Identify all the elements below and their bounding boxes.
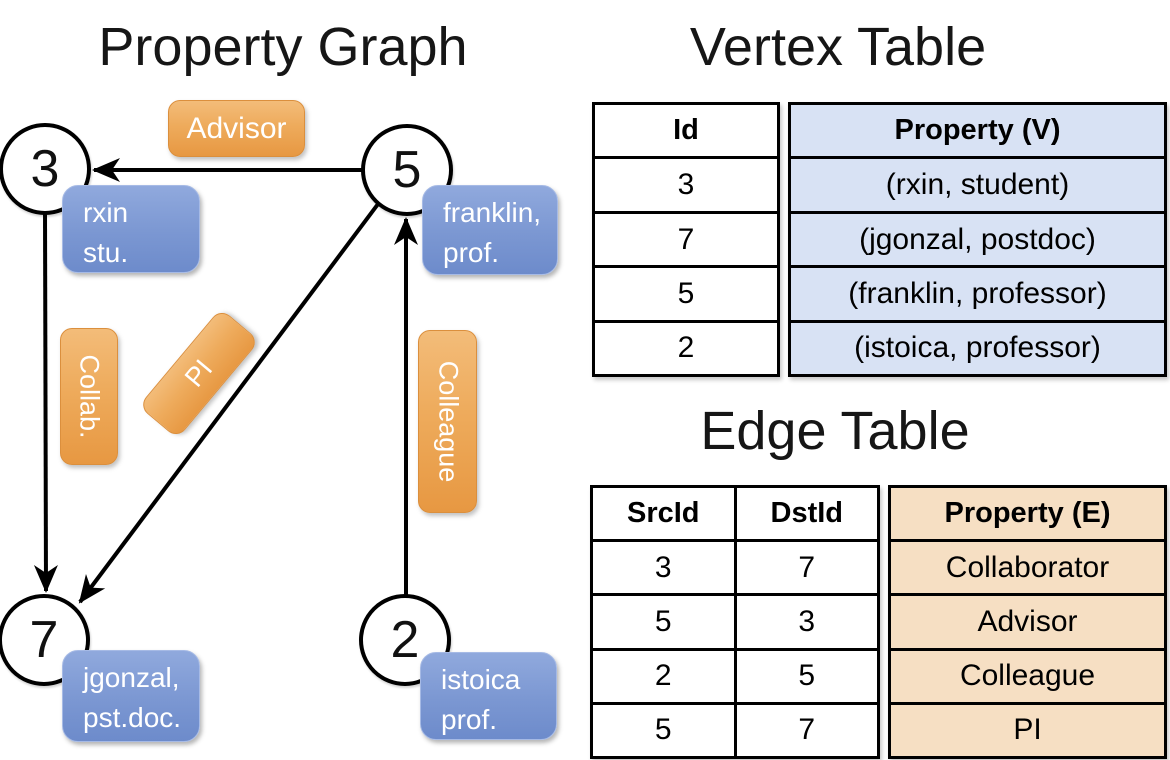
edge-label-advisor: Advisor (168, 100, 305, 157)
edge-table-property-cell: PI (1013, 713, 1042, 747)
vertex-table-id-column: Id 3 7 5 2 (592, 102, 780, 377)
edge-table-dst-header: DstId (770, 497, 844, 530)
edge-label-collab: Collab. (60, 328, 118, 465)
edge-table-src-cell: 3 (593, 542, 737, 594)
edge-label-colleague: Colleague (418, 330, 477, 513)
edge-table-dst-cell: 5 (798, 659, 816, 693)
edge-table: SrcId DstId 3 7 5 3 2 5 5 7 Property (E)… (590, 485, 1167, 759)
edge-table-row: 5 7 (593, 704, 877, 757)
vertex-table-id-cell: 7 (595, 214, 777, 269)
edge-table-property-header: Property (E) (891, 488, 1164, 543)
vertex-table-property-cell: (istoica, professor) (854, 331, 1101, 365)
vertex-label-line: prof. (443, 237, 500, 268)
vertex-id-2: 2 (390, 611, 420, 669)
edge-table-row: 2 5 (593, 650, 877, 705)
edge-label-text: Colleague (433, 360, 463, 483)
vertex-table-id-header: Id (595, 105, 777, 160)
vertex-table: Id 3 7 5 2 Property (V) (rxin, student) … (592, 102, 1167, 377)
vertex-table-id-cell: 5 (595, 268, 777, 323)
vertex-table-property-cell: (rxin, student) (791, 159, 1164, 214)
edge-table-dst-cell: 7 (798, 713, 816, 747)
vertex-label-line: jgonzal, (83, 662, 180, 693)
edge-table-src-cell: 5 (593, 596, 737, 648)
edge-table-dst-cell: 3 (798, 605, 816, 638)
edge-table-src-cell: 5 (593, 704, 737, 757)
edge-table-title: Edge Table (700, 401, 970, 461)
edge-table-header-row: SrcId DstId (593, 488, 877, 543)
vertex-table-property-cell: (jgonzal, postdoc) (791, 214, 1164, 269)
vertex-id-7: 7 (29, 611, 59, 669)
vertex-label-rxin: rxin stu. (62, 185, 200, 273)
vertex-label-line: prof. (441, 704, 498, 735)
edge-table-src-dst-columns: SrcId DstId 3 7 5 3 2 5 5 7 (590, 485, 880, 759)
vertex-label-jgonzal: jgonzal, pst.doc. (62, 650, 200, 742)
edge-table-property-cell: Advisor (891, 596, 1164, 651)
graph-edges-layer (33, 158, 418, 604)
vertex-circle-5: 5 (361, 124, 453, 216)
vertex-table-property-cell: (franklin, professor) (791, 268, 1164, 323)
edge-table-src-cell: 2 (593, 650, 737, 702)
vertex-table-property-column: Property (V) (rxin, student) (jgonzal, p… (788, 102, 1167, 377)
vertex-label-line: stu. (83, 237, 129, 268)
edge-table-dst-cell: 7 (798, 550, 816, 584)
edge-label-text: Collab. (74, 354, 105, 439)
edge-table-src-header: SrcId (593, 488, 737, 540)
vertex-table-property-header: Property (V) (791, 105, 1164, 160)
edge-label-text: PI (178, 353, 219, 393)
edge-table-property-cell: Collaborator (891, 542, 1164, 597)
vertex-circle-2: 2 (359, 594, 451, 686)
vertex-label-line: istoica (441, 664, 521, 695)
vertex-id-5: 5 (392, 141, 422, 199)
vertex-label-line: franklin, (443, 197, 542, 228)
vertex-table-title: Vertex Table (689, 17, 987, 77)
edge-label-text: Advisor (186, 111, 287, 145)
edge-table-row: 3 7 (593, 542, 877, 597)
edge-table-property-column: Property (E) Collaborator Advisor Collea… (888, 485, 1167, 759)
vertex-table-id-cell: 2 (677, 331, 695, 365)
vertex-label-franklin: franklin, prof. (422, 185, 558, 275)
vertex-label-istoica: istoica prof. (420, 652, 557, 740)
edge-table-property-cell: Colleague (891, 651, 1164, 705)
property-graph-title: Property Graph (98, 17, 468, 77)
vertex-id-3: 3 (30, 140, 60, 198)
edge-arrow-3-to-7 (33, 209, 58, 593)
edge-table-row: 5 3 (593, 596, 877, 651)
vertex-table-id-cell: 3 (595, 159, 777, 214)
vertex-label-line: pst.doc. (83, 702, 182, 733)
edge-arrow-5-to-7 (78, 194, 386, 604)
vertex-label-line: rxin (83, 197, 129, 228)
